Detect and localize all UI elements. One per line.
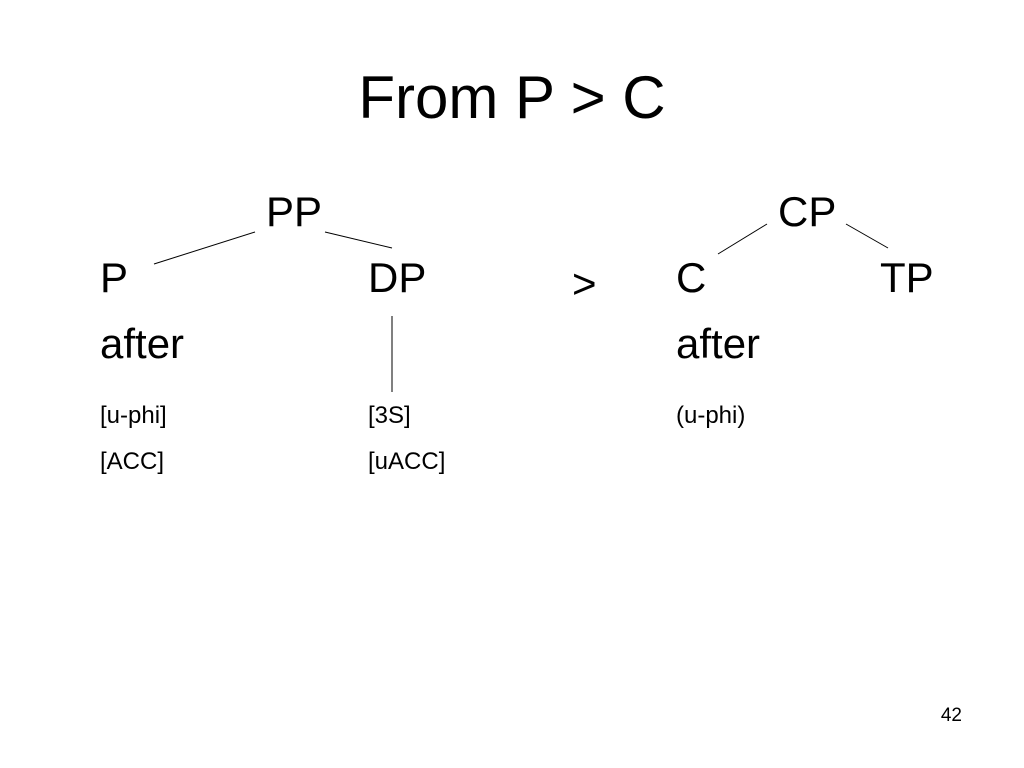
greater-than-arrow: > bbox=[572, 260, 597, 307]
dp-feature-3s: [3S] bbox=[368, 402, 411, 429]
page-number: 42 bbox=[940, 705, 962, 726]
dp-feature-uacc: [uACC] bbox=[368, 448, 446, 475]
c-node: C bbox=[676, 254, 707, 301]
pp-to-dp-branch bbox=[324, 231, 393, 249]
p-node: P bbox=[100, 254, 129, 301]
cp-to-c-branch bbox=[717, 223, 768, 255]
slide-title: From P > C bbox=[358, 64, 666, 131]
p-feature-acc: [ACC] bbox=[100, 448, 165, 475]
tp-node: TP bbox=[880, 254, 934, 301]
cp-node: CP bbox=[778, 188, 837, 235]
dp-node: DP bbox=[368, 254, 427, 301]
pp-to-p-branch bbox=[153, 231, 256, 265]
after-word-left: after bbox=[100, 320, 185, 367]
pp-node: PP bbox=[266, 188, 323, 235]
after-word-right: after bbox=[676, 320, 761, 367]
c-feature-uphi: (u-phi) bbox=[676, 402, 746, 429]
p-feature-uphi: [u-phi] bbox=[100, 402, 167, 429]
cp-to-tp-branch bbox=[845, 223, 889, 249]
